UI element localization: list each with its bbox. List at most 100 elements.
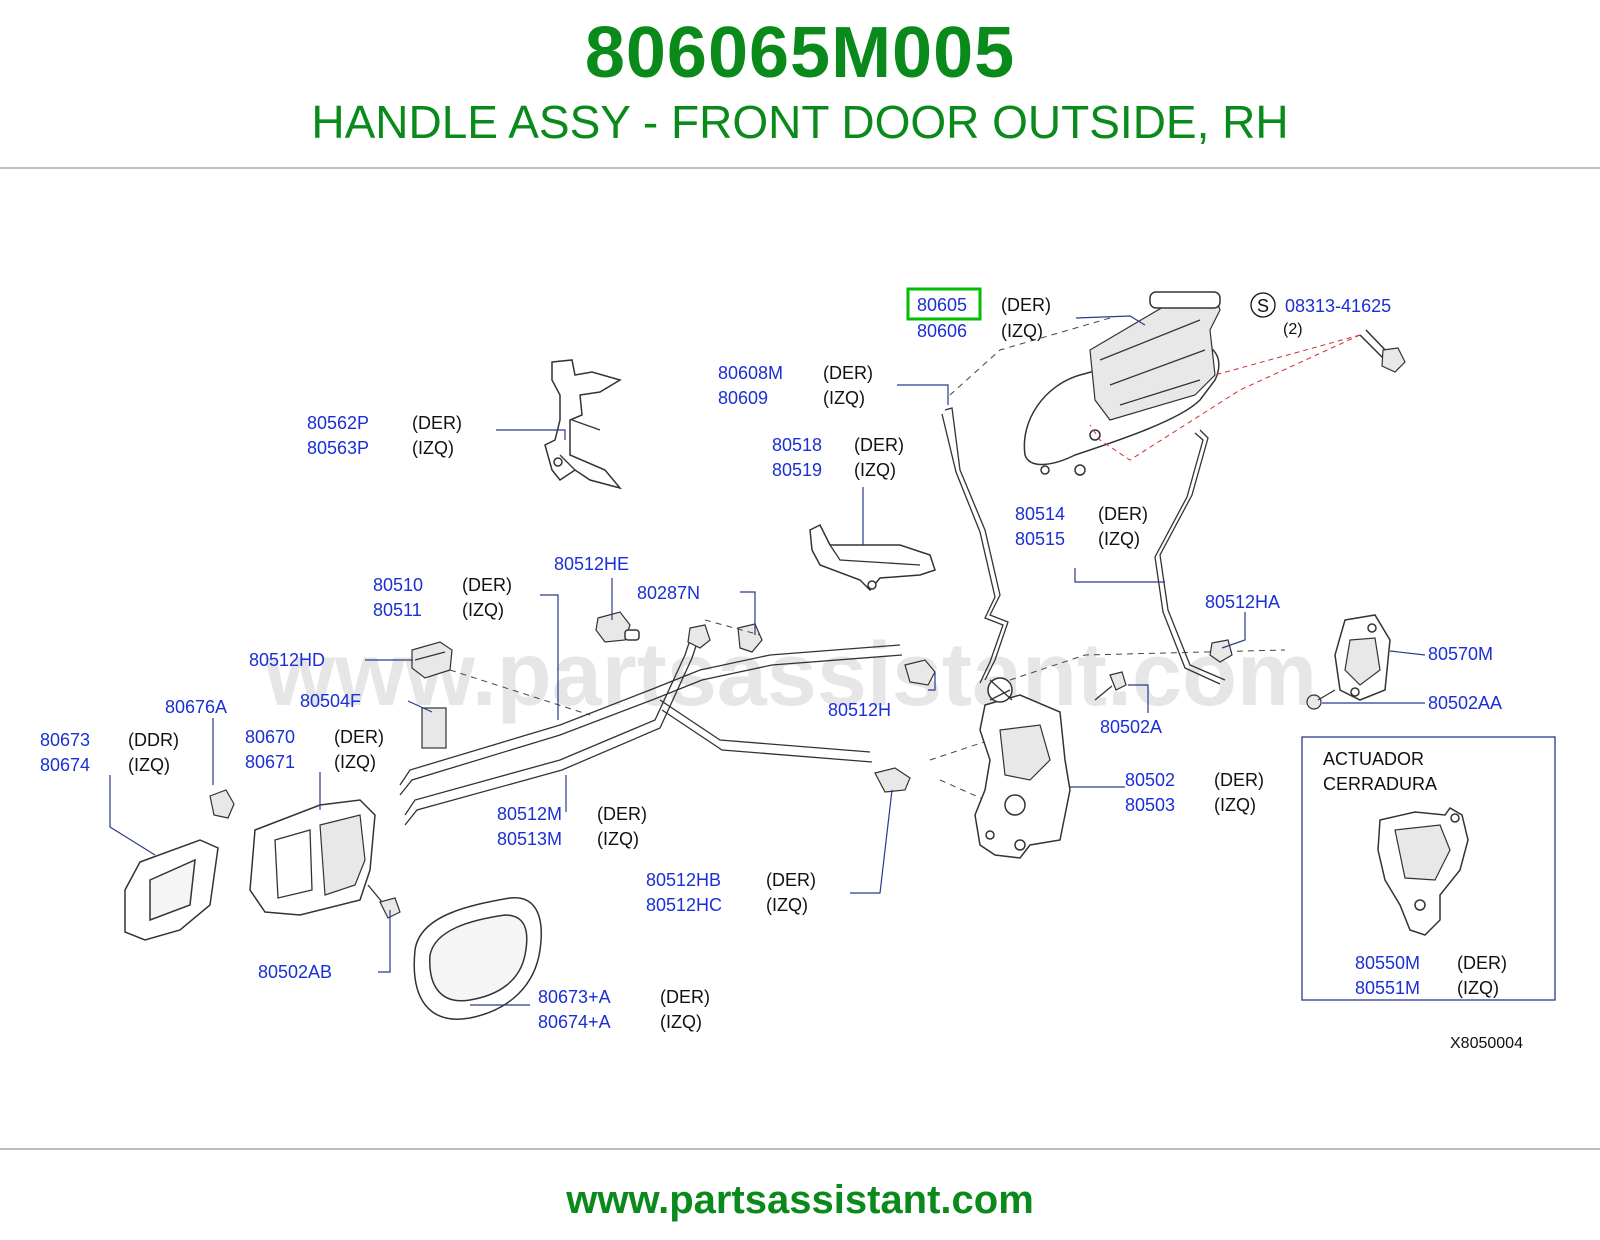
escutcheon-80673a-drawing bbox=[413, 897, 542, 1020]
part-label-80673a[interactable]: 80673+A bbox=[538, 987, 611, 1007]
actuator-80550m-drawing bbox=[1377, 807, 1469, 936]
part-label-80562p[interactable]: 80562P bbox=[307, 413, 369, 433]
part-label-80512hc[interactable]: 80512HC bbox=[646, 895, 722, 915]
part-label-80504f[interactable]: 80504F bbox=[300, 691, 361, 711]
footer-divider bbox=[0, 1148, 1600, 1150]
parts-diagram: www.partsassistant.com bbox=[40, 287, 1556, 1052]
side-label-80503: (IZQ) bbox=[1214, 795, 1256, 815]
part-label-80512he[interactable]: 80512HE bbox=[554, 554, 629, 574]
side-label-80674a: (IZQ) bbox=[660, 1012, 702, 1032]
rod-80510-drawing bbox=[399, 644, 901, 786]
pad-80504f-drawing bbox=[421, 707, 447, 749]
part-label-80518[interactable]: 80518 bbox=[772, 435, 822, 455]
part-label-80512hb[interactable]: 80512HB bbox=[646, 870, 721, 890]
screw-80502a-drawing bbox=[1094, 671, 1127, 701]
part-label-80550m[interactable]: 80550M bbox=[1355, 953, 1420, 973]
s-symbol-circle bbox=[1250, 292, 1276, 318]
part-label-80514[interactable]: 80514 bbox=[1015, 504, 1065, 524]
side-label-80606: (IZQ) bbox=[1001, 321, 1043, 341]
part-label-08313-41625[interactable]: 08313-41625 bbox=[1285, 296, 1391, 316]
part-label-80511[interactable]: 80511 bbox=[373, 600, 422, 620]
part-label-80512m[interactable]: 80512M bbox=[497, 804, 562, 824]
actuator-title-line1: ACTUADOR bbox=[1323, 749, 1424, 769]
header-divider bbox=[0, 167, 1600, 169]
bezel-80673-drawing bbox=[124, 839, 219, 941]
qty-label-08313-41625: (2) bbox=[1283, 321, 1303, 338]
side-label-80609: (IZQ) bbox=[823, 388, 865, 408]
actuator-inset-box bbox=[1301, 736, 1556, 1001]
clip-80676a-drawing bbox=[209, 789, 235, 819]
side-label-80519: (IZQ) bbox=[854, 460, 896, 480]
part-label-80502[interactable]: 80502 bbox=[1125, 770, 1175, 790]
side-label-80670: (DER) bbox=[334, 727, 384, 747]
part-number-title: 806065M005 bbox=[584, 13, 1016, 93]
actuator-title-line2: CERRADURA bbox=[1323, 774, 1437, 794]
side-label-80515: (IZQ) bbox=[1098, 529, 1140, 549]
side-label-80502: (DER) bbox=[1214, 770, 1264, 790]
part-label-80515[interactable]: 80515 bbox=[1015, 529, 1065, 549]
part-label-80503[interactable]: 80503 bbox=[1125, 795, 1175, 815]
highlight-box-80605 bbox=[906, 287, 982, 321]
part-label-80502aa[interactable]: 80502AA bbox=[1428, 693, 1502, 713]
door-lock-80502-drawing bbox=[974, 677, 1071, 859]
part-label-80512h[interactable]: 80512H bbox=[828, 700, 891, 720]
part-description: HANDLE ASSY - FRONT DOOR OUTSIDE, RH bbox=[311, 96, 1289, 148]
side-label-80513m: (IZQ) bbox=[597, 829, 639, 849]
side-label-80518: (DER) bbox=[854, 435, 904, 455]
s-symbol: S bbox=[1257, 296, 1269, 316]
part-label-80671[interactable]: 80671 bbox=[245, 752, 295, 772]
bracket-80562p-drawing bbox=[544, 359, 623, 490]
diagram-code: X8050004 bbox=[1450, 1035, 1523, 1052]
part-label-80502ab[interactable]: 80502AB bbox=[258, 962, 332, 982]
part-label-80502a[interactable]: 80502A bbox=[1100, 717, 1162, 737]
clip-80512he-drawing bbox=[595, 611, 640, 643]
part-label-80570m[interactable]: 80570M bbox=[1428, 644, 1493, 664]
part-label-80510[interactable]: 80510 bbox=[373, 575, 423, 595]
part-label-80512ha[interactable]: 80512HA bbox=[1205, 592, 1280, 612]
bracket-80518-drawing bbox=[809, 523, 936, 592]
rod-80514-drawing bbox=[1159, 429, 1226, 681]
bolt-08313-41625-drawing bbox=[1359, 329, 1406, 373]
screw-80502ab-drawing bbox=[367, 884, 401, 919]
clip-80512h-drawing bbox=[904, 659, 936, 686]
side-label-80605: (DER) bbox=[1001, 295, 1051, 315]
side-label-80562p: (DER) bbox=[412, 413, 462, 433]
side-label-80512m: (DER) bbox=[597, 804, 647, 824]
side-label-80514: (DER) bbox=[1098, 504, 1148, 524]
page-header: 806065M005 HANDLE ASSY - FRONT DOOR OUTS… bbox=[0, 0, 1600, 168]
side-label-80512hc: (IZQ) bbox=[766, 895, 808, 915]
side-label-80550m: (DER) bbox=[1457, 953, 1507, 973]
clip-80512ha-drawing bbox=[1209, 639, 1233, 663]
part-label-80563p[interactable]: 80563P bbox=[307, 438, 369, 458]
part-label-80673[interactable]: 80673 bbox=[40, 730, 90, 750]
part-label-80551m[interactable]: 80551M bbox=[1355, 978, 1420, 998]
part-label-80512hd[interactable]: 80512HD bbox=[249, 650, 325, 670]
part-label-80513m[interactable]: 80513M bbox=[497, 829, 562, 849]
inside-handle-80670-drawing bbox=[249, 799, 376, 916]
part-label-80606[interactable]: 80606 bbox=[917, 321, 967, 341]
side-label-80608m: (DER) bbox=[823, 363, 873, 383]
part-label-80605[interactable]: 80605 bbox=[917, 295, 967, 315]
rod-80512m-drawing bbox=[404, 639, 691, 816]
part-label-80519[interactable]: 80519 bbox=[772, 460, 822, 480]
side-label-80673a: (DER) bbox=[660, 987, 710, 1007]
part-label-80676a[interactable]: 80676A bbox=[165, 697, 227, 717]
side-label-80510: (DER) bbox=[462, 575, 512, 595]
part-label-80608m[interactable]: 80608M bbox=[718, 363, 783, 383]
clip-80512hb-drawing bbox=[874, 767, 911, 793]
striker-80570m-drawing bbox=[1334, 614, 1391, 701]
side-label-80563p: (IZQ) bbox=[412, 438, 454, 458]
side-label-80671: (IZQ) bbox=[334, 752, 376, 772]
clip-rod-end-drawing bbox=[687, 624, 711, 649]
part-label-80674a[interactable]: 80674+A bbox=[538, 1012, 611, 1032]
part-label-80670[interactable]: 80670 bbox=[245, 727, 295, 747]
screw-80502aa-drawing bbox=[1306, 689, 1336, 710]
part-label-80609[interactable]: 80609 bbox=[718, 388, 768, 408]
side-label-80674: (IZQ) bbox=[128, 755, 170, 775]
footer-url-link[interactable]: www.partsassistant.com bbox=[566, 1178, 1034, 1222]
part-label-80674[interactable]: 80674 bbox=[40, 755, 90, 775]
part-label-80287n[interactable]: 80287N bbox=[637, 583, 700, 603]
side-label-80673: (DDR) bbox=[128, 730, 179, 750]
side-label-80512hb: (DER) bbox=[766, 870, 816, 890]
clip-80287n-drawing bbox=[737, 623, 763, 653]
